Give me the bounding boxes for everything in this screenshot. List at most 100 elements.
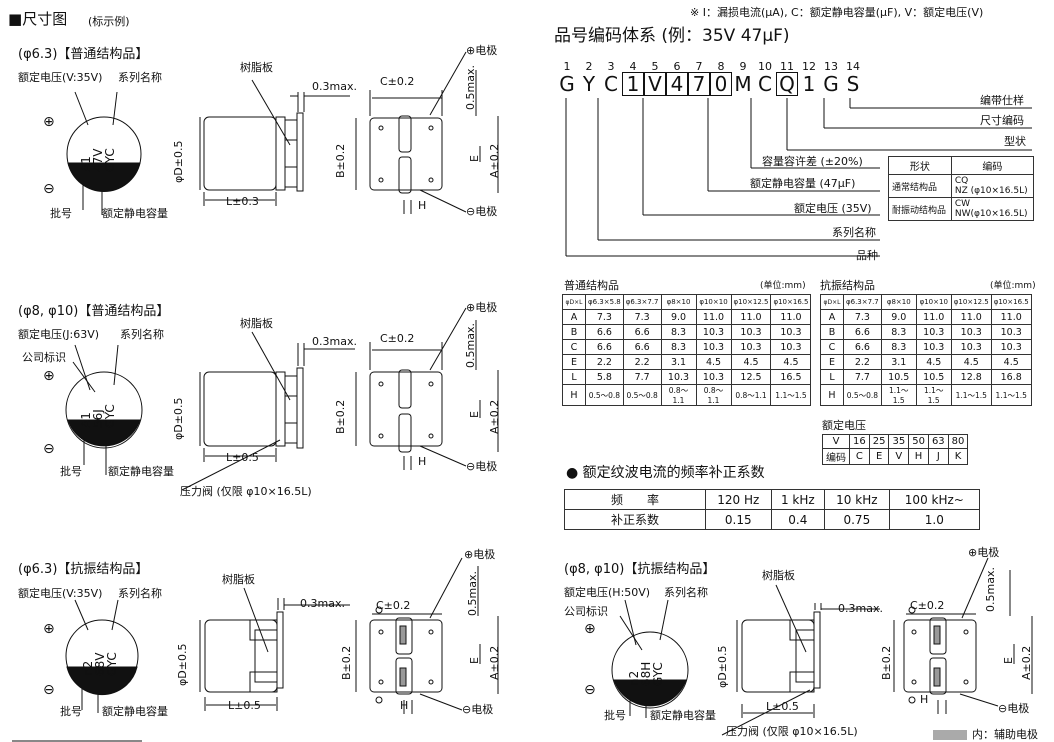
- panel3-b-label: B±0.2: [340, 645, 353, 680]
- table-cell: 10.3: [730, 324, 772, 340]
- panel4-caption: (φ8, φ10)【抗振结构品】: [564, 562, 716, 577]
- panel4-side-view: [721, 584, 880, 736]
- partno-digit-index: 8: [717, 60, 725, 73]
- table-cell: J: [927, 448, 949, 465]
- panel1-bottom-view: [355, 51, 499, 214]
- table-cell: 10.3: [770, 339, 812, 355]
- plus-icon: ⊕: [584, 621, 596, 637]
- minus-icon: ⊖: [43, 181, 55, 197]
- panel3-c-label: C±0.2: [376, 599, 411, 612]
- table-header-cell: φ6.3×5.8: [585, 294, 624, 310]
- table-cell: 1.1～1.5: [950, 384, 992, 406]
- panel1-d-label: φD±0.5: [172, 140, 185, 183]
- table-cell: 4.5: [770, 354, 812, 370]
- table-cell: 7.3: [622, 309, 662, 325]
- table-cell: 3.1: [660, 354, 697, 370]
- table-cell: 7.3: [843, 309, 882, 325]
- panel2-side-view: [181, 331, 355, 491]
- ripple-title: ● 额定纹波电流的频率补正系数: [566, 465, 765, 481]
- table-cell: 10.3: [915, 324, 952, 340]
- partno-char: 4: [666, 72, 688, 96]
- table-cell: 11.0: [695, 309, 732, 325]
- table-corner-cell: φD×L: [820, 294, 844, 310]
- table-cell: 2.2: [585, 354, 624, 370]
- panel4-e-label: E: [1002, 657, 1015, 664]
- table-cell: 8.3: [880, 339, 917, 355]
- table-cell: 6.6: [622, 339, 662, 355]
- table-cell: B: [820, 324, 844, 340]
- table-header-cell: φ6.3×7.7: [843, 294, 882, 310]
- label-series: 系列名称: [832, 226, 876, 239]
- plus-icon: ⊕: [43, 114, 55, 130]
- table-cell: H: [908, 448, 929, 465]
- panel1-a-label: A±0.2: [488, 143, 501, 178]
- partno-char: 7: [688, 72, 710, 96]
- panel2-valve-label: 压力阀 (仅限 φ10×16.5L): [180, 485, 312, 498]
- table-header-cell: φ6.3×7.7: [622, 294, 662, 310]
- table-cell: 9.0: [660, 309, 697, 325]
- table-cell: 12.5: [730, 369, 772, 385]
- table-cell: 6.6: [843, 324, 882, 340]
- partno-digit-index: 14: [846, 60, 860, 73]
- table-cell: 25: [868, 434, 890, 449]
- table-cell: 1.1～1.5: [880, 384, 917, 406]
- panel4-resin-label: 树脂板: [762, 569, 795, 582]
- panel3-series-label: 系列名称: [118, 587, 162, 600]
- table-cell: 4.5: [695, 354, 732, 370]
- panel4-top-view: [611, 599, 689, 718]
- panel4-m-label: 0.5max.: [984, 567, 997, 612]
- panel4-valve-label: 压力阀 (仅限 φ10×16.5L): [726, 725, 858, 738]
- table-cell: 11.0: [770, 309, 812, 325]
- partno-digit-index: 2: [585, 60, 593, 73]
- table-cell: 10.5: [915, 369, 952, 385]
- panel1-rated-voltage: 额定电压(V:35V): [18, 71, 103, 84]
- table-cell: 7.7: [622, 369, 662, 385]
- table-cell: E: [820, 354, 844, 370]
- table-cell: 16.5: [770, 369, 812, 385]
- table-cell: 0.4: [770, 509, 826, 530]
- partno-char: C: [604, 72, 618, 96]
- panel2-caption: (φ8, φ10)【普通结构品】: [18, 304, 170, 319]
- minus-icon: ⊖: [43, 682, 55, 698]
- table-cell: 6.6: [585, 339, 624, 355]
- table-corner-cell: φD×L: [562, 294, 586, 310]
- label-voltage: 额定电压 (35V): [794, 202, 872, 215]
- partno-char: G: [559, 72, 575, 96]
- partno-char: 1: [622, 72, 644, 96]
- table-cell: 1 kHz: [770, 489, 826, 510]
- table-cell: C: [820, 339, 844, 355]
- panel1-caption: (φ6.3)【普通结构品】: [18, 47, 149, 62]
- partno-digit-index: 10: [758, 60, 772, 73]
- table-cell: 1.1～1.5: [770, 384, 812, 406]
- table-cell: 9.0: [880, 309, 917, 325]
- table-cell: L: [820, 369, 844, 385]
- vib-table-title: 抗振结构品: [820, 279, 875, 292]
- panel3-resin-label: 树脂板: [222, 573, 255, 586]
- panel2-l-label: L±0.5: [226, 451, 259, 464]
- table-cell: 10.3: [915, 339, 952, 355]
- partno-char: V: [644, 72, 666, 96]
- table-cell: 10.3: [695, 369, 732, 385]
- table-cell: 16.8: [990, 369, 1032, 385]
- panel3-h-label: H: [400, 699, 409, 712]
- table-cell: 10.3: [950, 339, 992, 355]
- table-cell: 0.15: [705, 509, 772, 530]
- section-title-note: (标示例): [88, 15, 130, 28]
- panel3-rated-voltage: 额定电压(V:35V): [18, 587, 103, 600]
- table-cell: 8.3: [660, 324, 697, 340]
- partno-leaders: [565, 98, 1032, 257]
- panel3-side-view: [199, 587, 350, 711]
- panel3-cap-label: 额定静电容量: [102, 705, 168, 718]
- voltage-table-title: 额定电压: [822, 419, 866, 432]
- table-header-cell: φ10×10: [695, 294, 732, 310]
